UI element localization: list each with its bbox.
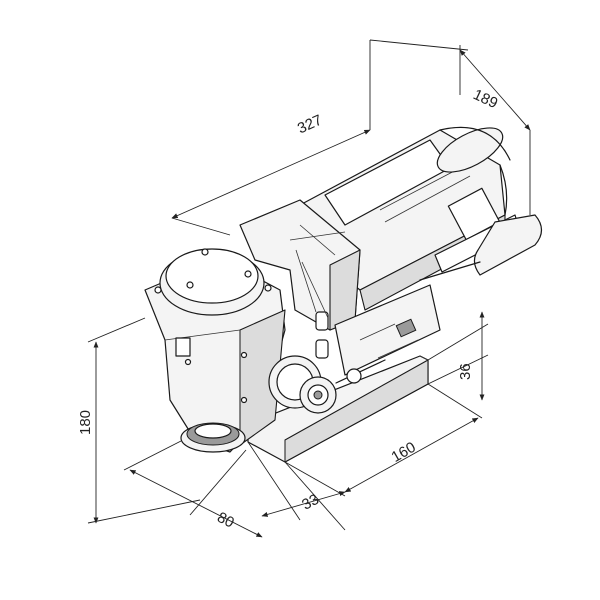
arbor-chuck	[180, 422, 246, 453]
dimension-80: 80	[123, 440, 263, 538]
crank-wheel	[268, 355, 386, 414]
dimension-33: 33	[247, 441, 346, 531]
control-panel	[334, 284, 441, 376]
dim-189-label: 189	[470, 86, 500, 112]
feed-handle	[419, 214, 543, 281]
side-switches	[295, 249, 329, 359]
dim-327-label: 327	[295, 112, 325, 138]
magnetic-base	[247, 355, 429, 463]
dim-36-label: 36	[457, 363, 474, 380]
magnetic-drill-machine	[144, 126, 543, 463]
top-cover	[154, 248, 272, 316]
dim-80-label: 80	[214, 509, 237, 532]
dim-180-label: 180	[77, 410, 94, 435]
dimension-36: 36	[427, 311, 489, 401]
dim-33-label: 33	[299, 491, 322, 514]
dim-160-label: 160	[389, 439, 419, 466]
